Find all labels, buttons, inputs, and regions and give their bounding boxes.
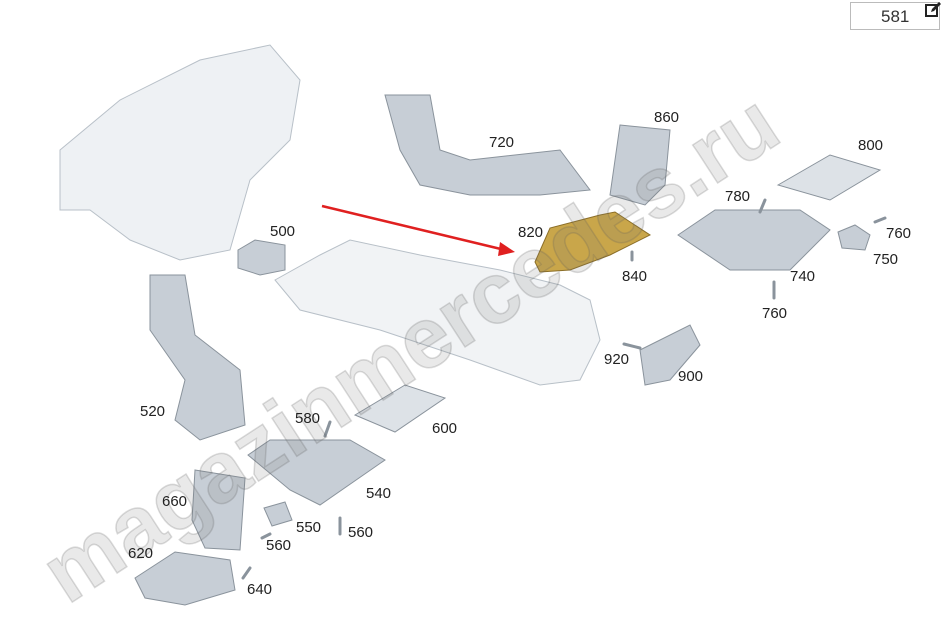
callout-540[interactable]: 540 — [366, 485, 392, 502]
part-500 — [237, 239, 286, 276]
screw-920 — [622, 342, 642, 350]
callout-560[interactable]: 560 — [266, 537, 292, 554]
callout-520[interactable]: 520 — [140, 403, 166, 420]
callout-820[interactable]: 820 — [518, 224, 544, 241]
callout-800[interactable]: 800 — [858, 137, 884, 154]
part-600 — [353, 384, 447, 433]
callout-760[interactable]: 760 — [886, 225, 912, 242]
screw-760a — [873, 216, 887, 224]
part-800 — [776, 154, 882, 201]
callout-920[interactable]: 920 — [604, 351, 630, 368]
hvac-unit — [59, 44, 301, 261]
part-860 — [609, 124, 671, 206]
part-520 — [149, 274, 246, 441]
part-820-highlighted — [534, 211, 652, 273]
callout-900[interactable]: 900 — [678, 368, 704, 385]
screw-640 — [241, 566, 252, 580]
part-550 — [263, 501, 293, 527]
center-console — [274, 239, 601, 386]
part-540 — [247, 439, 386, 506]
screw-580 — [323, 420, 332, 438]
edit-icon[interactable] — [925, 2, 941, 18]
callout-600[interactable]: 600 — [432, 420, 458, 437]
callout-750[interactable]: 750 — [873, 251, 899, 268]
callout-640[interactable]: 640 — [247, 581, 273, 598]
part-900 — [639, 324, 701, 386]
part-620 — [134, 551, 236, 606]
callout-780[interactable]: 780 — [725, 188, 751, 205]
part-660 — [191, 469, 246, 551]
callout-760[interactable]: 760 — [762, 305, 788, 322]
reference-number: 581 — [881, 7, 910, 26]
callout-550[interactable]: 550 — [296, 519, 322, 536]
part-750 — [837, 224, 871, 251]
callout-660[interactable]: 660 — [162, 493, 188, 510]
callout-500[interactable]: 500 — [270, 223, 296, 240]
callout-560[interactable]: 560 — [348, 524, 374, 541]
callout-620[interactable]: 620 — [128, 545, 154, 562]
part-720 — [384, 94, 591, 196]
callout-720[interactable]: 720 — [489, 134, 515, 151]
pointer-arrow — [321, 204, 515, 256]
callout-580[interactable]: 580 — [295, 410, 321, 427]
callout-740[interactable]: 740 — [790, 268, 816, 285]
screw-560a — [260, 532, 272, 540]
callout-860[interactable]: 860 — [654, 109, 680, 126]
screw-780 — [758, 198, 767, 214]
part-740 — [677, 209, 831, 271]
callout-840[interactable]: 840 — [622, 268, 648, 285]
reference-number-box[interactable]: 581 — [850, 2, 941, 30]
